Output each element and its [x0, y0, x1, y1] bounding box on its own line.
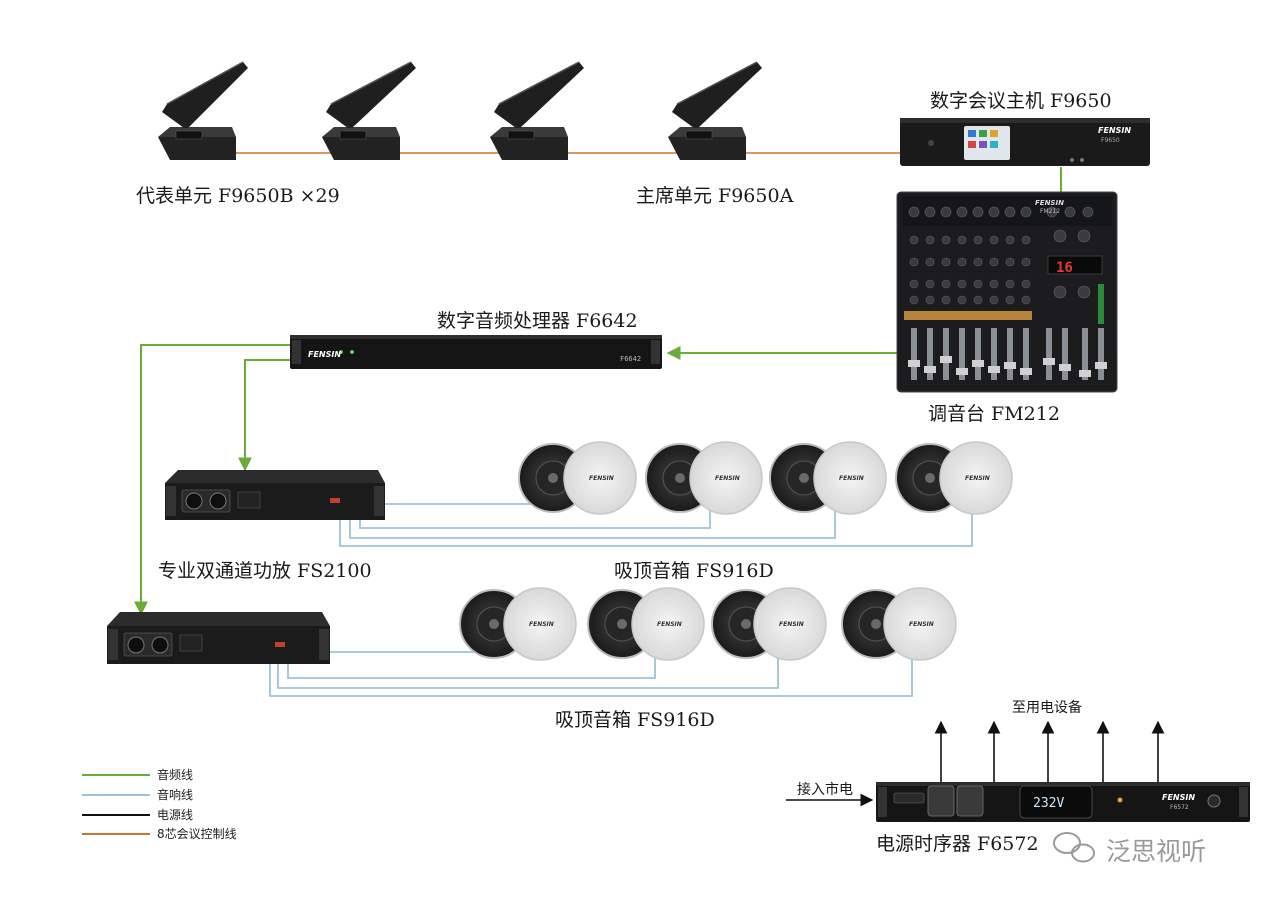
audio-cable-processor-amp1 — [238, 359, 292, 472]
host-model: F9650 — [1101, 137, 1120, 144]
processor-label: 数字音频处理器 F6642 — [437, 310, 638, 332]
power-sequencer-device — [876, 782, 1250, 822]
sequencer-label: 电源时序器 F6572 — [876, 833, 1039, 855]
ceiling-speaker-2-4 — [841, 587, 957, 661]
amplifier-2-device — [107, 612, 330, 664]
legend-label-conference: 8芯会议控制线 — [157, 827, 237, 841]
speaker-brand-marks: FENSIN FENSIN FENSIN FENSIN FENSIN FENSI… — [529, 475, 990, 628]
sequencer-model: F6572 — [1170, 804, 1189, 811]
watermark-text: 泛思视听 — [1106, 837, 1207, 866]
svg-text:FENSIN: FENSIN — [657, 621, 682, 628]
processor-model: F6642 — [620, 355, 641, 363]
audio-cable-processor-amp2 — [134, 344, 292, 616]
svg-text:FENSIN: FENSIN — [965, 475, 990, 482]
mixer-model: FM212 — [1040, 208, 1060, 215]
mixer-display-value: 16 — [1056, 260, 1073, 276]
chairman-unit — [668, 61, 762, 160]
ceiling-speaker-1-4 — [895, 441, 1013, 515]
ceiling-speaker-2-1 — [459, 587, 577, 661]
amplifier-1-device — [165, 470, 385, 520]
delegate-unit-2 — [322, 61, 416, 160]
sequencer-voltage: 232V — [1033, 796, 1064, 811]
sequencer-brand: FENSIN — [1162, 793, 1195, 802]
host-title: 数字会议主机 F9650 — [930, 90, 1112, 112]
legend-label-power: 电源线 — [157, 808, 194, 822]
ceiling-speaker-1-1 — [518, 441, 637, 515]
speakers-2-label: 吸顶音箱 FS916D — [555, 709, 715, 731]
svg-text:FENSIN: FENSIN — [839, 475, 864, 482]
svg-text:FENSIN: FENSIN — [909, 621, 934, 628]
processor-brand: FENSIN — [308, 350, 341, 359]
legend-label-audio: 音频线 — [157, 768, 194, 782]
chairman-unit-label: 主席单元 F9650A — [636, 185, 794, 207]
amplifier-label: 专业双通道功放 FS2100 — [158, 560, 372, 582]
conference-host-device — [900, 118, 1150, 166]
mains-input-label: 接入市电 — [797, 782, 853, 798]
delegate-unit-3 — [490, 61, 584, 160]
svg-text:FENSIN: FENSIN — [529, 621, 554, 628]
delegate-unit-label: 代表单元 F9650B ×29 — [136, 185, 340, 207]
legend-label-speaker: 音响线 — [157, 788, 194, 802]
wechat-icon — [1053, 832, 1095, 863]
delegate-unit-1 — [158, 61, 248, 160]
host-brand: FENSIN — [1098, 126, 1131, 135]
ceiling-speaker-2-3 — [711, 587, 827, 661]
speakers-1-label: 吸顶音箱 FS916D — [614, 560, 774, 582]
power-output-cables — [934, 720, 1165, 782]
svg-text:FENSIN: FENSIN — [715, 475, 740, 482]
mixer-label: 调音台 FM212 — [928, 403, 1060, 425]
svg-text:FENSIN: FENSIN — [779, 621, 804, 628]
svg-text:FENSIN: FENSIN — [589, 475, 614, 482]
mixer-brand: FENSIN — [1035, 199, 1064, 207]
mixer-device — [896, 191, 1118, 393]
to-equipment-label: 至用电设备 — [1012, 700, 1082, 716]
ceiling-speaker-1-2 — [645, 441, 763, 515]
ceiling-speaker-2-2 — [587, 587, 705, 661]
audio-processor-device — [290, 335, 662, 369]
ceiling-speaker-1-3 — [769, 441, 887, 515]
